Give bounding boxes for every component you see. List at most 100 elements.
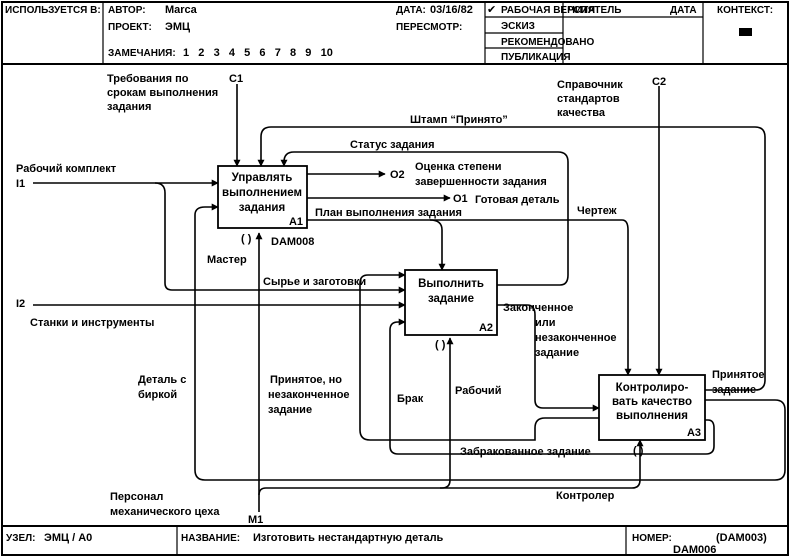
status-list: ✔ РАБОЧАЯ ВЕРСИЯ ЭСКИЗ РЕКОМЕНДОВАНО ПУБ… [487, 4, 595, 63]
arrow-stamp-feedback [257, 126, 766, 391]
label-drawing: Чертеж [577, 205, 617, 217]
label-c1: C1 [229, 73, 243, 85]
date-value: 03/16/82 [430, 4, 473, 16]
author-label: АВТОР: [108, 5, 146, 16]
label-c2-ref-2: стандартов [557, 93, 620, 105]
title-label: НАЗВАНИЕ: [181, 533, 240, 544]
svg-text:задание: задание [428, 293, 474, 305]
label-worker: Рабочий [455, 385, 501, 397]
label-tagged-1: Деталь с [138, 374, 186, 386]
label-i1: I1 [16, 178, 25, 190]
function-box-a2: Выполнить задание A2 ( ) [404, 269, 498, 351]
status-draft: ЭСКИЗ [501, 21, 535, 32]
number-label: НОМЕР: [632, 533, 672, 544]
label-finished-part: Готовая деталь [475, 194, 560, 206]
status-recommended: РЕКОМЕНДОВАНО [501, 37, 595, 48]
label-defect: Брак [397, 393, 424, 405]
label-c2-ref-1: Справочник [557, 79, 623, 91]
date-label: ДАТА: [396, 5, 426, 16]
label-c1-req-2: срокам выполнения [107, 87, 218, 99]
arrow-plan [307, 219, 446, 271]
arrow-rejected [389, 318, 715, 455]
label-staff-2: механического цеха [110, 506, 220, 518]
status-check-icon: ✔ [487, 4, 496, 16]
label-finished-4: задание [535, 347, 579, 359]
label-finished-2: или [535, 317, 556, 329]
label-rejected: Забракованное задание [460, 446, 591, 458]
arrow-drawing [430, 219, 632, 376]
svg-text:Управлять: Управлять [232, 172, 293, 184]
label-i1-desc: Рабочий комплект [16, 163, 117, 175]
project-label: ПРОЕКТ: [108, 22, 152, 33]
node-value: ЭМЦ / A0 [44, 532, 92, 544]
arrow-status-feedback [280, 151, 569, 286]
label-accepted-unfinished-2: незаконченное [268, 389, 350, 401]
arrow-labels: Требования по срокам выполнения задания … [16, 73, 765, 526]
diagram-frame [1, 63, 789, 527]
label-c2-ref-3: качества [557, 107, 606, 119]
notes-label: ЗАМЕЧАНИЯ: [108, 48, 176, 59]
label-accepted-2: задание [712, 384, 756, 396]
notes-numbers: 1 2 3 4 5 6 7 8 9 10 [183, 47, 333, 59]
project-value: ЭМЦ [165, 21, 190, 33]
label-raw: Сырье и заготовки [263, 276, 366, 288]
function-box-a1: Управлять выполнением задания A1 ( ) DAM… [217, 165, 314, 248]
label-plan: План выполнения задания [315, 207, 462, 219]
number-value-secondary: DAM006 [673, 544, 716, 556]
label-accepted-1: Принятое [712, 369, 765, 381]
label-i2: I2 [16, 298, 25, 310]
box-ref-a1: DAM008 [271, 236, 314, 248]
label-finished-1: Законченное [503, 302, 573, 314]
svg-text:задания: задания [239, 202, 285, 214]
arrow-tagged-detail [194, 203, 786, 481]
label-o1: O1 [453, 193, 468, 205]
number-value: (DAM003) [716, 532, 767, 544]
label-c1-req-1: Требования по [107, 73, 189, 85]
label-master: Мастер [207, 254, 247, 266]
box-id-a3: A3 [687, 427, 701, 439]
arrows [33, 84, 786, 512]
svg-text:вать качество: вать качество [612, 396, 692, 408]
box-id-a1: A1 [289, 216, 303, 228]
svg-text:выполнением: выполнением [222, 187, 302, 199]
mech-mark-a1: ( ) [241, 233, 252, 245]
status-publication: ПУБЛИКАЦИЯ [501, 52, 571, 63]
label-o2-desc-2: завершенности задания [415, 176, 547, 188]
label-c1-req-3: задания [107, 101, 151, 113]
arrow-accepted-unfinished [359, 271, 599, 441]
label-o2-desc-1: Оценка степени [415, 161, 502, 173]
box-id-a2: A2 [479, 322, 493, 334]
label-finished-3: незаконченное [535, 332, 617, 344]
node-label: УЗЕЛ: [6, 533, 36, 544]
label-accepted-unfinished-1: Принятое, но [270, 374, 342, 386]
arrow-worker [258, 337, 454, 496]
svg-text:Контролиро-: Контролиро- [616, 382, 689, 394]
label-stamp: Штамп “Принято” [410, 114, 508, 126]
label-m1: M1 [248, 514, 263, 526]
svg-text:Выполнить: Выполнить [418, 278, 484, 290]
diagram-title: Изготовить нестандартную деталь [253, 532, 444, 544]
status-working: РАБОЧАЯ ВЕРСИЯ [501, 5, 595, 16]
arrow-i1-branch [154, 182, 406, 294]
label-tools: Станки и инструменты [30, 317, 154, 329]
label-accepted-unfinished-3: задание [268, 404, 312, 416]
svg-text:выполнения: выполнения [616, 410, 688, 422]
label-tagged-2: биркой [138, 389, 177, 401]
mech-mark-a2: ( ) [435, 339, 446, 351]
author-value: Marca [165, 4, 198, 16]
footer-frame [1, 525, 789, 556]
used-at-label: ИСПОЛЬЗУЕТСЯ В: [5, 5, 101, 16]
arrow-controller [440, 439, 644, 489]
context-label: КОНТЕКСТ: [717, 5, 773, 16]
revision-label: ПЕРЕСМОТР: [396, 22, 462, 33]
context-indicator [739, 28, 752, 36]
mech-mark-a3: ( ) [633, 445, 644, 457]
reader-date-label: ДАТА [670, 5, 697, 16]
label-o2: O2 [390, 169, 405, 181]
reader-label: ЧИТАТЕЛЬ [568, 5, 621, 16]
arrow-finished-task [497, 304, 600, 412]
function-box-a3: Контролиро- вать качество выполнения A3 … [598, 374, 706, 457]
label-status-task: Статус задания [350, 139, 435, 151]
